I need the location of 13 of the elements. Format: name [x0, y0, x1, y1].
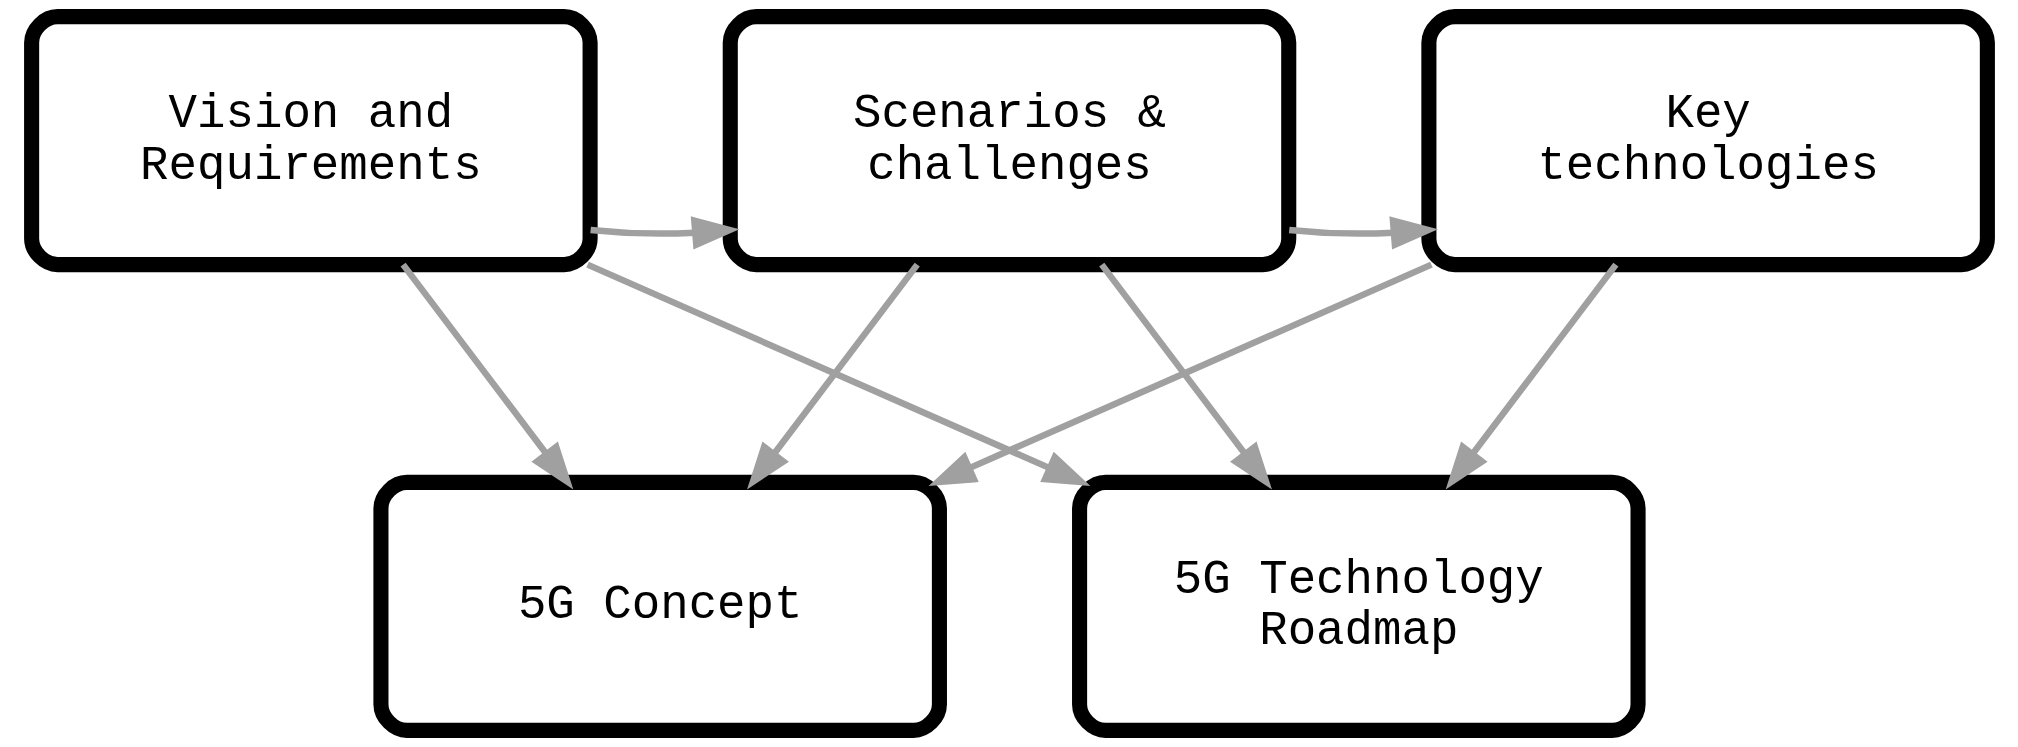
arrow [589, 216, 739, 250]
arrow [746, 262, 920, 490]
arrow [585, 261, 1090, 487]
arrow [928, 261, 1433, 487]
node-box: Vision and Requirements [23, 9, 598, 273]
arrow [1098, 262, 1272, 490]
arrow [400, 262, 573, 490]
node-box: 5G Technology Roadmap [1071, 474, 1646, 738]
node-box: Key technologies [1420, 9, 1995, 273]
node-box: Scenarios & challenges [722, 9, 1296, 273]
node-box: 5G Concept [372, 474, 947, 738]
arrow [1445, 262, 1618, 490]
arrow [1288, 216, 1438, 250]
